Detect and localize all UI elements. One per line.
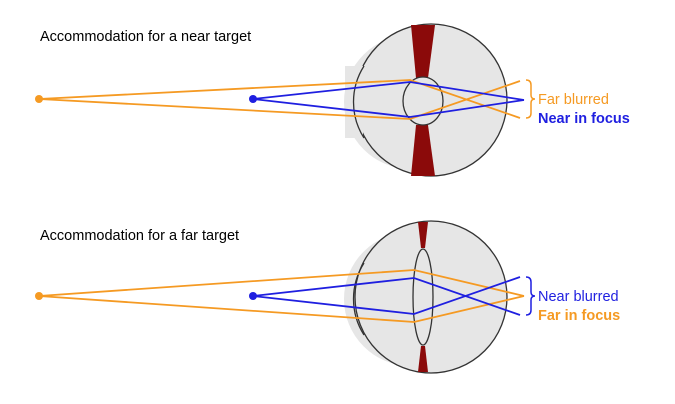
far-label: Far blurred [538,92,609,108]
eye [344,220,508,374]
panel-near-target: Accommodation for a near target [35,23,630,177]
far-rays [35,269,525,323]
iris-upper [418,222,428,248]
panel-title: Accommodation for a near target [40,29,251,45]
panel-title: Accommodation for a far target [40,228,239,244]
blur-bracket [525,79,536,119]
iris-lower [411,125,435,176]
cornea-edge [352,65,365,139]
lens [412,248,434,346]
near-label: Near in focus [538,111,630,127]
near-ray-upper [252,81,525,101]
cornea-edge [352,262,365,336]
cornea-bulge [344,232,478,366]
near-rays [249,276,521,316]
eyeball-outline [354,220,508,374]
far-ray-lower [38,295,525,323]
near-rays [249,81,525,118]
near-ray-lower [252,98,525,118]
blur-bracket [525,276,536,316]
panel-far-target: Accommodation for a far target Near [35,220,620,374]
far-label: Far in focus [538,308,620,324]
far-ray-upper [38,269,525,297]
near-ray-lower [252,276,521,315]
eye [344,23,508,177]
near-label: Near blurred [538,289,619,305]
iris-upper [411,25,435,78]
iris-lower [418,346,428,372]
near-ray-upper [252,277,521,316]
